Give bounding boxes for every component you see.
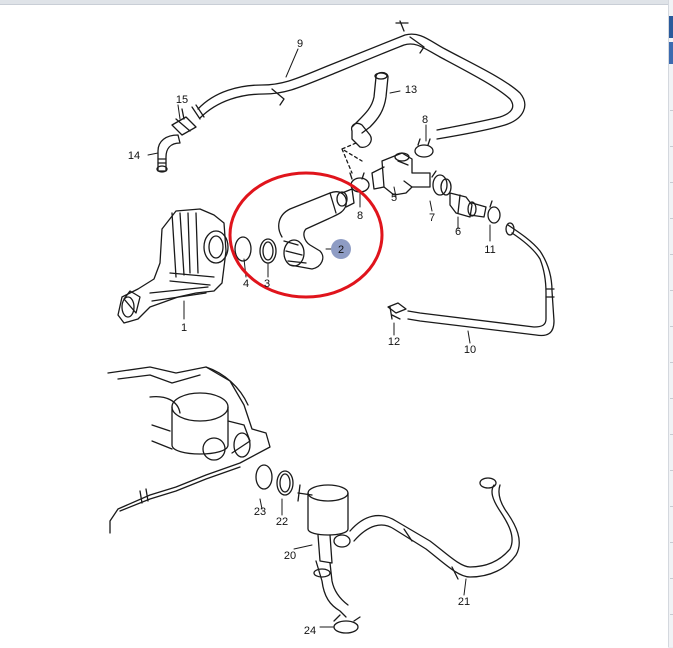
callout-4: 4 — [243, 278, 249, 290]
callout-21: 21 — [458, 596, 470, 608]
callout-6: 6 — [455, 226, 461, 238]
callout-5: 5 — [391, 192, 397, 204]
o-ring-22 — [276, 470, 294, 496]
separator-20 — [297, 484, 351, 618]
parts-diagram-page: 9 15 14 13 8 5 7 6 11 8 2 3 4 1 12 10 23… — [0, 4, 668, 648]
sidebar-tick — [670, 362, 673, 363]
callout-14: 14 — [128, 150, 140, 162]
callout-12: 12 — [388, 336, 400, 348]
callout-11: 11 — [484, 244, 495, 256]
callout-13: 13 — [405, 84, 417, 96]
callout-8-upper: 8 — [422, 114, 428, 126]
callout-8-lower: 8 — [357, 210, 363, 222]
callout-9: 9 — [297, 38, 303, 50]
tee-connector-5 — [371, 152, 431, 196]
clamp-12 — [387, 302, 407, 320]
viewer-scrollbar[interactable] — [668, 0, 673, 647]
clamp-24 — [333, 614, 361, 634]
callout-23: 23 — [254, 506, 266, 518]
sidebar-tick — [670, 398, 673, 399]
o-ring-23 — [255, 464, 273, 490]
callout-15: 15 — [176, 94, 188, 106]
callout-10: 10 — [464, 344, 476, 356]
engine-cover — [107, 366, 271, 534]
clamp-11 — [487, 200, 501, 224]
sidebar-tick — [670, 254, 673, 255]
sidebar-tick — [670, 470, 673, 471]
highlight-circle — [228, 171, 384, 299]
callout-24: 24 — [304, 625, 316, 637]
sidebar-tick — [670, 146, 673, 147]
hose-10 — [407, 222, 555, 337]
oil-separator-1 — [117, 208, 229, 324]
hose-2 — [278, 188, 355, 270]
hose-21 — [349, 477, 520, 580]
sidebar-tick — [670, 326, 673, 327]
valve-6 — [449, 192, 487, 218]
sidebar-tick — [670, 110, 673, 111]
leader-lines — [147, 48, 491, 628]
highlight-marker — [331, 239, 351, 259]
hose-13 — [350, 71, 389, 148]
clamp-8-upper — [414, 138, 434, 158]
parts-diagram: 9 15 14 13 8 5 7 6 11 8 2 3 4 1 12 10 23… — [107, 20, 555, 637]
sidebar-tick — [670, 218, 673, 219]
callout-7: 7 — [429, 212, 435, 224]
clamp-15 — [171, 108, 197, 136]
o-ring-4 — [234, 236, 252, 262]
sidebar-tick — [670, 434, 673, 435]
sidebar-tab[interactable] — [669, 42, 673, 64]
sidebar-tick — [670, 578, 673, 579]
callout-20: 20 — [284, 550, 296, 562]
clamp-7 — [431, 170, 452, 196]
elbow-14 — [156, 134, 181, 173]
callout-3: 3 — [264, 278, 270, 290]
sidebar-tick — [670, 542, 673, 543]
sidebar-tick — [670, 506, 673, 507]
callout-1: 1 — [181, 322, 187, 334]
sidebar-tick — [670, 290, 673, 291]
callout-2: 2 — [338, 244, 344, 256]
callout-22: 22 — [276, 516, 288, 528]
sidebar-tick — [670, 614, 673, 615]
hose-9 — [191, 20, 526, 140]
dashed-leader — [341, 142, 363, 174]
sidebar-tick — [670, 182, 673, 183]
sidebar-tab[interactable] — [669, 16, 673, 38]
callout-labels: 9 15 14 13 8 5 7 6 11 8 2 3 4 1 12 10 23… — [128, 38, 496, 637]
